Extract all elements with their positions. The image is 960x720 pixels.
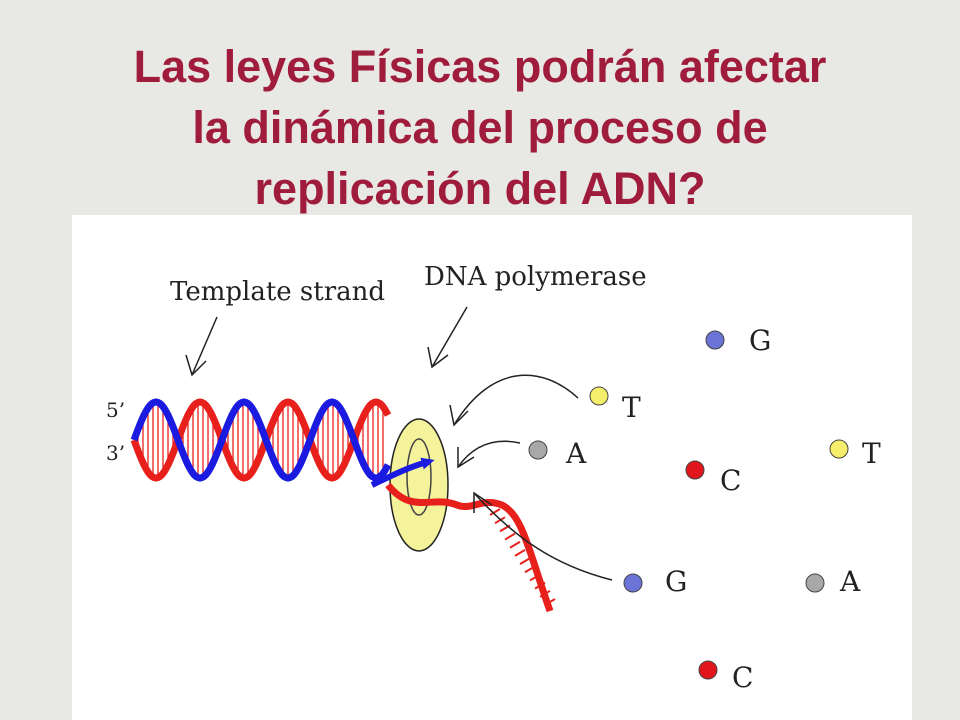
nucleotide-a-2: A [805, 565, 861, 598]
title-line-3: replicación del ADN? [254, 163, 706, 214]
dna-polymerase-enzyme [389, 418, 449, 552]
dna-replication-diagram: 5’ 3’ Template strand DNA polymerase G [72, 215, 912, 720]
template-strand-red [130, 398, 392, 482]
svg-text:C: C [720, 464, 741, 497]
diagram-canvas: 5’ 3’ Template strand DNA polymerase G [106, 262, 881, 694]
nucleotide-c-1: C [685, 460, 741, 497]
template-pointer-arrow [191, 316, 218, 376]
nucleotide-t-arrow [453, 374, 579, 426]
nucleotide-g-1: G [705, 324, 771, 357]
new-strand-tooth [524, 565, 536, 574]
title-line-2: la dinámica del proceso de [192, 102, 768, 153]
nucleotide-g-2: G [623, 565, 687, 598]
slide-title: Las leyes Físicas podrán afectar la diná… [0, 36, 960, 219]
dna-polymerase-label: DNA polymerase [424, 262, 647, 292]
polymerase-pointer-arrow [431, 306, 468, 368]
template-strand-label: Template strand [170, 277, 385, 307]
nucleotide-t-2: T [829, 437, 881, 470]
nucleotide-c-2: C [698, 660, 753, 694]
new-strand-tooth [529, 573, 541, 582]
new-strand-tooth [514, 549, 526, 557]
svg-text:A: A [565, 437, 587, 470]
nucleotide-a-arrow [457, 440, 521, 468]
svg-text:G: G [665, 565, 687, 598]
free-nucleotides: G T A C T G A [528, 324, 881, 694]
svg-text:A: A [839, 565, 861, 598]
new-strand-tooth [544, 598, 556, 606]
new-strand-tooth [504, 532, 516, 541]
five-prime-label: 5’ [106, 398, 125, 422]
svg-text:C: C [732, 661, 753, 694]
new-strand-tooth [519, 557, 531, 565]
polymerase-inner-ring [406, 438, 432, 516]
template-strand-blue [130, 398, 392, 482]
replication-direction-arrow [370, 457, 435, 488]
svg-text:T: T [862, 437, 881, 470]
three-prime-label: 3’ [106, 441, 125, 465]
nucleotide-a-1: A [528, 437, 587, 470]
new-strand-tooth [539, 589, 551, 598]
new-strand-tooth [534, 581, 546, 590]
nucleotide-t-1: T [589, 386, 641, 424]
title-line-1: Las leyes Físicas podrán afectar [133, 41, 827, 92]
double-helix [130, 398, 392, 482]
svg-text:G: G [749, 324, 771, 357]
new-strand-tooth [489, 508, 501, 516]
nucleotide-g-arrow [473, 492, 613, 581]
pointer-arrows [185, 306, 613, 581]
svg-text:T: T [622, 391, 641, 424]
new-strand-tooth [509, 540, 521, 549]
